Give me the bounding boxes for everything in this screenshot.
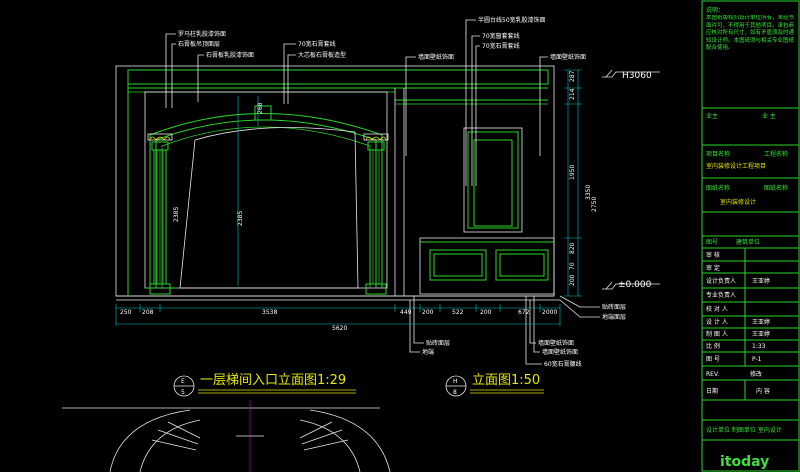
dim-3538: 3538 xyxy=(262,309,277,316)
elevation-zero-label: ±0.000 xyxy=(618,280,652,290)
title-left-circle-top: E xyxy=(181,378,185,385)
left-roman-column xyxy=(147,133,173,295)
dim-200: 200 xyxy=(422,309,434,316)
row-number-label: 图号 xyxy=(706,239,718,246)
dim-672: 672 xyxy=(518,309,530,316)
row-owner-value: 业 主 xyxy=(762,112,776,120)
row-drafter: 制 图 人 xyxy=(706,330,728,338)
annotation-right-tile: 贴砖面层 xyxy=(602,303,626,311)
row-review: 审 核 xyxy=(706,251,720,259)
row-sheet: 图 号 xyxy=(706,356,720,363)
annotation-wallpaper-4: 墙面壁纸饰面 xyxy=(542,348,578,356)
dim-v-3350: 3350 xyxy=(585,185,592,200)
row-scale: 比 例 xyxy=(706,342,720,350)
row-sheet-value: P-1 xyxy=(752,356,762,363)
title-right-text: 立面图1:50 xyxy=(472,373,540,388)
annotation-half-round-line: 半圆台线50宽乳胶漆饰面 xyxy=(478,16,546,24)
dim-r-70: 70 xyxy=(569,262,576,270)
annotation-tile-layer: 贴砖面层 xyxy=(426,339,450,347)
annotation-right-floor: 地端面层 xyxy=(602,313,626,321)
row-project-value: 工程名称 xyxy=(764,150,788,158)
elevation-frame xyxy=(115,65,560,301)
row-drawing-value: 图纸名称 xyxy=(764,184,788,192)
title-footer: 设计单位 制图单位 室内设计 xyxy=(706,426,782,434)
row-drawing-label: 图纸名称 xyxy=(706,184,730,192)
watermark-logo: itoday xyxy=(720,454,769,470)
window-frame xyxy=(463,127,523,233)
annotation-roman-column: 罗马柱乳胶漆饰面 xyxy=(178,30,226,38)
dim-200b: 200 xyxy=(480,309,492,316)
rev-label: REV. xyxy=(706,371,719,378)
date-value: 内 容 xyxy=(756,387,770,395)
annotation-wallpaper-1: 墙面壁纸饰面 xyxy=(418,53,454,61)
notes-title: 说明： xyxy=(706,6,724,14)
dim-250: 250 xyxy=(120,309,132,316)
title-left-circle-bottom: 5 xyxy=(181,389,185,396)
row-design-lead-value: 王亚婷 xyxy=(752,277,770,285)
dimension-texts: 250 208 3538 449 200 522 200 672 2000 56… xyxy=(120,70,598,332)
dim-522: 522 xyxy=(452,309,464,316)
title-right-circle-top: H xyxy=(453,378,458,385)
dim-208: 208 xyxy=(142,309,154,316)
dim-r-287: 287 xyxy=(569,70,576,82)
dim-v-268: 268 xyxy=(257,102,264,114)
row-scale-value: 1:33 xyxy=(752,343,766,350)
title-right: H 8 立面图1:50 xyxy=(445,373,544,397)
dim-r-214: 214 xyxy=(569,88,576,100)
annotation-core-board: 大芯板石膏板造型 xyxy=(298,51,346,59)
annotation-wallpaper-3: 墙面壁纸饰面 xyxy=(538,339,574,347)
title-left-text: 一层梯间入口立面图1:29 xyxy=(200,373,346,388)
elevation-top-label: H3060 xyxy=(622,71,652,81)
annotation-70-window-trim: 70宽窗套套线 xyxy=(482,32,520,40)
notes-text: 本图纸版权归设计单位所有，未经书面许可，不得用于其他项目。承包商应核对所有尺寸，… xyxy=(706,15,795,51)
dim-r-820: 820 xyxy=(569,242,576,254)
title-block: 说明： 本图纸版权归设计单位所有，未经书面许可，不得用于其他项目。承包商应核对所… xyxy=(701,0,800,472)
row-designer-value: 王亚婷 xyxy=(752,318,770,326)
dim-v-2750: 2750 xyxy=(591,197,598,212)
row-checker: 校 对 人 xyxy=(706,305,728,313)
row-drafter-value: 王亚婷 xyxy=(752,330,770,338)
date-label: 日期 xyxy=(706,387,718,395)
elevation-markers xyxy=(602,69,660,290)
stair-plan xyxy=(62,400,391,472)
dado-panels xyxy=(419,237,555,295)
row-approve: 审 定 xyxy=(706,264,720,272)
bottom-annotations: 贴砖面层 地端 墙面壁纸饰面 墙面壁纸饰面 60宽石膏腰线 贴砖面层 地端面层 xyxy=(422,303,626,368)
row-design-lead: 设计负责人 xyxy=(706,277,736,285)
annotation-60-waist-line: 60宽石膏腰线 xyxy=(544,360,582,368)
dim-total: 5620 xyxy=(332,325,347,332)
dim-v-2385: 2385 xyxy=(237,211,244,226)
rev-value: 修改 xyxy=(750,370,762,378)
row-designer: 设 计 人 xyxy=(706,318,728,326)
row-discipline-lead: 专业负责人 xyxy=(706,291,736,299)
annotation-floor-edge: 地端 xyxy=(422,348,434,356)
row-project-name: 室内装修设计工程项目 xyxy=(706,162,766,170)
annotation-ceiling-layer: 石膏板吊顶面层 xyxy=(178,40,220,48)
dim-v-2385b: 2385 xyxy=(173,207,180,222)
row-drawing-name: 室内装修设计 xyxy=(720,198,756,206)
annotation-70-gypsum-trim: 70宽石膏套线 xyxy=(298,40,336,48)
title-right-circle-bottom: 8 xyxy=(453,389,457,396)
arch-opening xyxy=(144,91,388,289)
annotation-gypsum-latex: 石膏板乳胶漆饰面 xyxy=(206,51,254,59)
annotation-wallpaper-2: 墙面壁纸饰面 xyxy=(550,53,586,61)
dim-r-200: 200 xyxy=(569,274,576,286)
row-number-value: 建筑单位 xyxy=(736,238,760,246)
dimension-lines xyxy=(115,69,582,326)
dim-449: 449 xyxy=(400,309,412,316)
dim-r-1950: 1950 xyxy=(569,165,576,180)
leader-lines xyxy=(165,19,600,365)
dim-2000: 2000 xyxy=(542,309,557,316)
right-roman-column xyxy=(363,133,389,295)
row-project-label: 项目名称 xyxy=(706,150,730,158)
top-annotations: 罗马柱乳胶漆饰面 石膏板吊顶面层 石膏板乳胶漆饰面 70宽石膏套线 大芯板石膏板… xyxy=(178,16,586,61)
title-left: E 5 一层梯间入口立面图1:29 xyxy=(173,373,356,397)
annotation-70-gypsum-trim-2: 70宽石膏套线 xyxy=(482,42,520,50)
row-owner-label: 业主 xyxy=(706,112,718,120)
